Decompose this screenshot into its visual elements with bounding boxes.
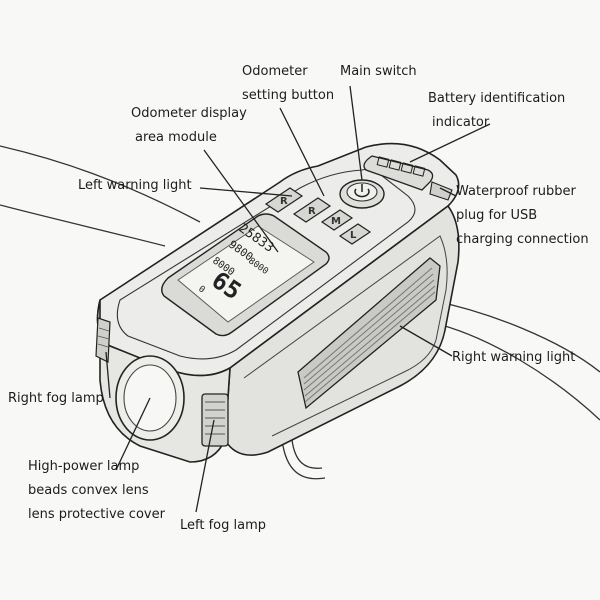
- r-button-1[interactable]: [264, 187, 304, 213]
- handlebar: [0, 145, 600, 421]
- label-lamp-beads: High-power lamp beads convex lens lens p…: [28, 455, 165, 527]
- leader-waterproof-plug: [439, 187, 457, 197]
- label-left-fog-line1: Left fog lamp: [180, 518, 266, 533]
- device-side-face: [224, 204, 460, 456]
- label-odometer-display-line2: area module: [135, 130, 217, 145]
- leader-left-fog: [195, 419, 215, 513]
- right-fog-lamp: [95, 317, 111, 363]
- label-lamp-beads-line3: lens protective cover: [28, 507, 165, 522]
- m-button[interactable]: [320, 209, 354, 231]
- label-odometer-setting: Odometer setting button: [242, 60, 334, 108]
- power-icon: [354, 188, 370, 198]
- label-battery-indicator: Battery identification indicator: [428, 87, 565, 135]
- label-right-fog: Right fog lamp: [8, 387, 104, 411]
- label-main-switch-line1: Main switch: [340, 64, 417, 79]
- r-button-2[interactable]: [292, 197, 332, 223]
- left-fog-lamp: [201, 393, 229, 447]
- leader-left-warning: [199, 187, 293, 197]
- leader-right-warning: [399, 325, 453, 357]
- label-right-warning: Right warning light: [452, 346, 575, 370]
- top-raised-panel: [116, 167, 416, 360]
- label-waterproof-plug: Waterproof rubber plug for USB charging …: [456, 180, 589, 252]
- label-left-fog: Left fog lamp: [180, 514, 266, 538]
- label-right-warning-line1: Right warning light: [452, 350, 576, 365]
- leader-odometer-setting: [279, 107, 325, 197]
- label-left-warning-line1: Left warning light: [78, 178, 192, 193]
- label-odometer-display-line1: Odometer display: [131, 106, 247, 121]
- battery-indicator-lights: [363, 155, 434, 191]
- label-odometer-setting-line2: setting button: [242, 88, 335, 103]
- r-button-1-label: R: [280, 196, 288, 207]
- label-waterproof-line3: charging connection: [456, 232, 589, 247]
- label-left-warning: Left warning light: [78, 174, 192, 198]
- leader-odometer-display: [203, 149, 279, 253]
- mount-bracket: [281, 439, 326, 480]
- leader-battery: [409, 123, 491, 163]
- label-main-switch: Main switch: [340, 60, 417, 84]
- l-button[interactable]: [338, 223, 372, 245]
- label-lamp-beads-line1: High-power lamp: [28, 459, 140, 474]
- label-lamp-beads-line2: beads convex lens: [28, 483, 149, 498]
- l-button-label: L: [350, 230, 357, 241]
- right-warning-light-grille: [297, 257, 441, 410]
- label-waterproof-line2: plug for USB: [456, 208, 538, 223]
- usb-rubber-plug: [429, 181, 453, 201]
- leader-lines: [105, 85, 491, 513]
- leader-main-switch: [349, 85, 363, 181]
- lcd-display-module: 25833 9800 8000 8000 65 0: [161, 213, 330, 337]
- m-button-label: M: [331, 216, 341, 227]
- side-inner-edge: [243, 235, 448, 437]
- label-odometer-display: Odometer display area module: [131, 102, 247, 150]
- label-waterproof-line1: Waterproof rubber: [456, 184, 576, 199]
- label-right-fog-line1: Right fog lamp: [8, 391, 104, 406]
- label-battery-line1: Battery identification: [428, 91, 566, 106]
- lcd-zero-digit: 0: [196, 284, 206, 295]
- mode-buttons: M L: [320, 209, 372, 245]
- leader-lamp-beads: [115, 397, 151, 471]
- r-button-2-label: R: [308, 206, 316, 217]
- odometer-setting-buttons: R R: [264, 187, 332, 223]
- label-battery-line2: indicator: [432, 115, 490, 130]
- leader-right-fog: [105, 351, 111, 399]
- label-odometer-setting-line1: Odometer: [242, 64, 308, 79]
- main-power-switch[interactable]: [339, 179, 385, 209]
